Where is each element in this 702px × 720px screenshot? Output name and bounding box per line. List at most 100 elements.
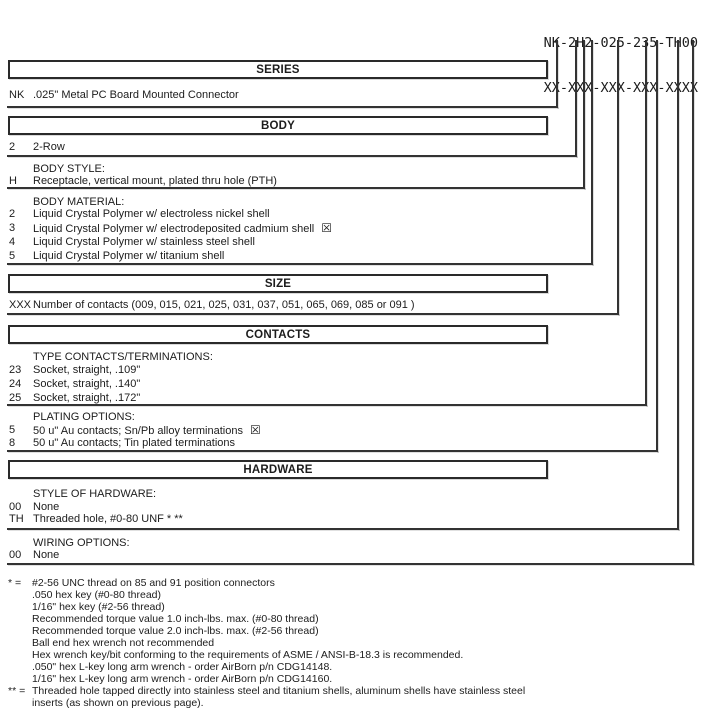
option-desc: None xyxy=(33,501,60,513)
option-desc: 2-Row xyxy=(33,141,65,153)
option-code: 00 xyxy=(9,549,22,561)
footnote-line: ** = Threaded hole tapped directly into s… xyxy=(8,685,525,697)
footnote-line: Recommended torque value 1.0 inch-lbs. m… xyxy=(8,613,525,625)
footnote-text: .050" hex L-key long arm wrench - order … xyxy=(32,661,333,673)
option-desc: 50 u" Au contacts; Tin plated terminatio… xyxy=(33,437,236,449)
option-code: 5 xyxy=(9,250,16,262)
section-rule-body-material xyxy=(7,263,593,265)
group-label-wiring: WIRING OPTIONS: xyxy=(33,537,130,549)
connector-line-body-style xyxy=(583,40,585,189)
option-desc: Liquid Crystal Polymer w/ stainless stee… xyxy=(33,236,255,248)
connector-line-wiring xyxy=(692,40,694,565)
section-rule-body-row xyxy=(7,155,577,157)
boxed-x-icon: ☒ xyxy=(321,221,332,235)
option-code: 00 xyxy=(9,501,22,513)
section-header-size: SIZE xyxy=(8,274,548,293)
option-desc: Threaded hole, #0-80 UNF * ** xyxy=(33,513,183,525)
footnote-text: Recommended torque value 2.0 inch-lbs. m… xyxy=(32,625,319,637)
footnote-text: inserts (as shown on previous page). xyxy=(32,697,204,709)
section-rule-body-style xyxy=(7,187,585,189)
connector-line-hardware-style xyxy=(677,40,679,530)
section-title: BODY xyxy=(260,119,296,132)
footnote-line: 1/16" hex L-key long arm wrench - order … xyxy=(8,673,525,685)
footnote-marker xyxy=(8,661,32,673)
option-desc: .025" Metal PC Board Mounted Connector xyxy=(33,89,239,101)
option-code: 8 xyxy=(9,437,16,449)
option-desc: None xyxy=(33,549,60,561)
option-code: XXX xyxy=(9,299,32,311)
section-rule-size xyxy=(7,313,619,315)
footnote-line: Recommended torque value 2.0 inch-lbs. m… xyxy=(8,625,525,637)
part-number-block: NK-2H2-025-235-TH00 XX-XXX-XXX-XXX-XXXX xyxy=(544,6,698,126)
connector-line-size xyxy=(617,40,619,315)
option-code: 2 xyxy=(9,208,16,220)
section-title: CONTACTS xyxy=(245,328,311,341)
section-title: HARDWARE xyxy=(243,463,313,476)
group-label-contact-type: TYPE CONTACTS/TERMINATIONS: xyxy=(33,351,213,363)
footnote-text: 1/16" hex L-key long arm wrench - order … xyxy=(32,673,333,685)
footnote-line: * = #2-56 UNC thread on 85 and 91 positio… xyxy=(8,577,525,589)
footnote-text: .050 hex key (#0-80 thread) xyxy=(32,589,161,601)
section-title: SIZE xyxy=(264,277,292,290)
option-code: 24 xyxy=(9,378,22,390)
footnote-line: inserts (as shown on previous page). xyxy=(8,697,525,709)
connector-line-body-row xyxy=(575,40,577,157)
footnote-text: 1/16" hex key (#2-56 thread) xyxy=(32,601,165,613)
footnote-marker xyxy=(8,601,32,613)
footnote-marker xyxy=(8,673,32,685)
section-header-body: BODY xyxy=(8,116,548,135)
option-code: 2 xyxy=(9,141,16,153)
option-code: NK xyxy=(9,89,25,101)
part-number-example: NK-2H2-025-235-TH00 xyxy=(543,35,698,51)
part-number-template: XX-XXX-XXX-XXX-XXXX xyxy=(543,80,698,96)
group-label-hardware-style: STYLE OF HARDWARE: xyxy=(33,488,157,500)
option-desc: Socket, straight, .140" xyxy=(33,378,141,390)
footnote-marker xyxy=(8,613,32,625)
footnote-line: Ball end hex wrench not recommended xyxy=(8,637,525,649)
footnote-text: Ball end hex wrench not recommended xyxy=(32,637,215,649)
connector-line-contact-type xyxy=(645,40,647,406)
footnote-text: Threaded hole tapped directly into stain… xyxy=(32,685,526,697)
option-code: 3 xyxy=(9,222,16,234)
section-rule-plating xyxy=(7,450,658,452)
option-desc: Socket, straight, .172" xyxy=(33,392,141,404)
option-code: 23 xyxy=(9,364,22,376)
option-desc: Receptacle, vertical mount, plated thru … xyxy=(33,175,277,187)
section-rule-wiring xyxy=(7,563,694,565)
option-desc: Liquid Crystal Polymer w/ electroless ni… xyxy=(33,208,270,220)
footnote-marker xyxy=(8,589,32,601)
footnote-line: .050" hex L-key long arm wrench - order … xyxy=(8,661,525,673)
footnote-marker xyxy=(8,649,32,661)
option-desc: 50 u" Au contacts; Sn/Pb alloy terminati… xyxy=(33,423,261,437)
footnote-line: .050 hex key (#0-80 thread) xyxy=(8,589,525,601)
option-code: 25 xyxy=(9,392,22,404)
footnote-marker xyxy=(8,697,32,709)
option-code: TH xyxy=(9,513,24,525)
footnote-line: 1/16" hex key (#2-56 thread) xyxy=(8,601,525,613)
footnote-text: Recommended torque value 1.0 inch-lbs. m… xyxy=(32,613,319,625)
footnote-marker: * = xyxy=(8,577,22,589)
section-rule-contact-type xyxy=(7,404,647,406)
section-header-contacts: CONTACTS xyxy=(8,325,548,344)
option-desc: Socket, straight, .109" xyxy=(33,364,141,376)
footnote-line: Hex wrench key/bit conforming to the req… xyxy=(8,649,525,661)
group-label-body-material: BODY MATERIAL: xyxy=(33,196,125,208)
option-desc: Number of contacts (009, 015, 021, 025, … xyxy=(33,299,415,311)
group-label-plating: PLATING OPTIONS: xyxy=(33,411,135,423)
footnote-text: Hex wrench key/bit conforming to the req… xyxy=(32,649,464,661)
footnote-marker: ** = xyxy=(8,685,26,697)
section-header-hardware: HARDWARE xyxy=(8,460,548,479)
option-code: 4 xyxy=(9,236,16,248)
section-rule-series xyxy=(7,106,558,108)
footnote-marker xyxy=(8,625,32,637)
option-desc: Liquid Crystal Polymer w/ titanium shell xyxy=(33,250,225,262)
section-rule-hardware-style xyxy=(7,528,679,530)
option-code: H xyxy=(9,175,17,187)
connector-line-body-material xyxy=(591,40,593,265)
option-code: 5 xyxy=(9,424,16,436)
group-label-body-style: BODY STYLE: xyxy=(33,163,105,175)
footnote-text: #2-56 UNC thread on 85 and 91 position c… xyxy=(32,577,275,589)
connector-line-plating xyxy=(656,40,658,452)
option-desc: Liquid Crystal Polymer w/ electrodeposit… xyxy=(33,221,332,235)
